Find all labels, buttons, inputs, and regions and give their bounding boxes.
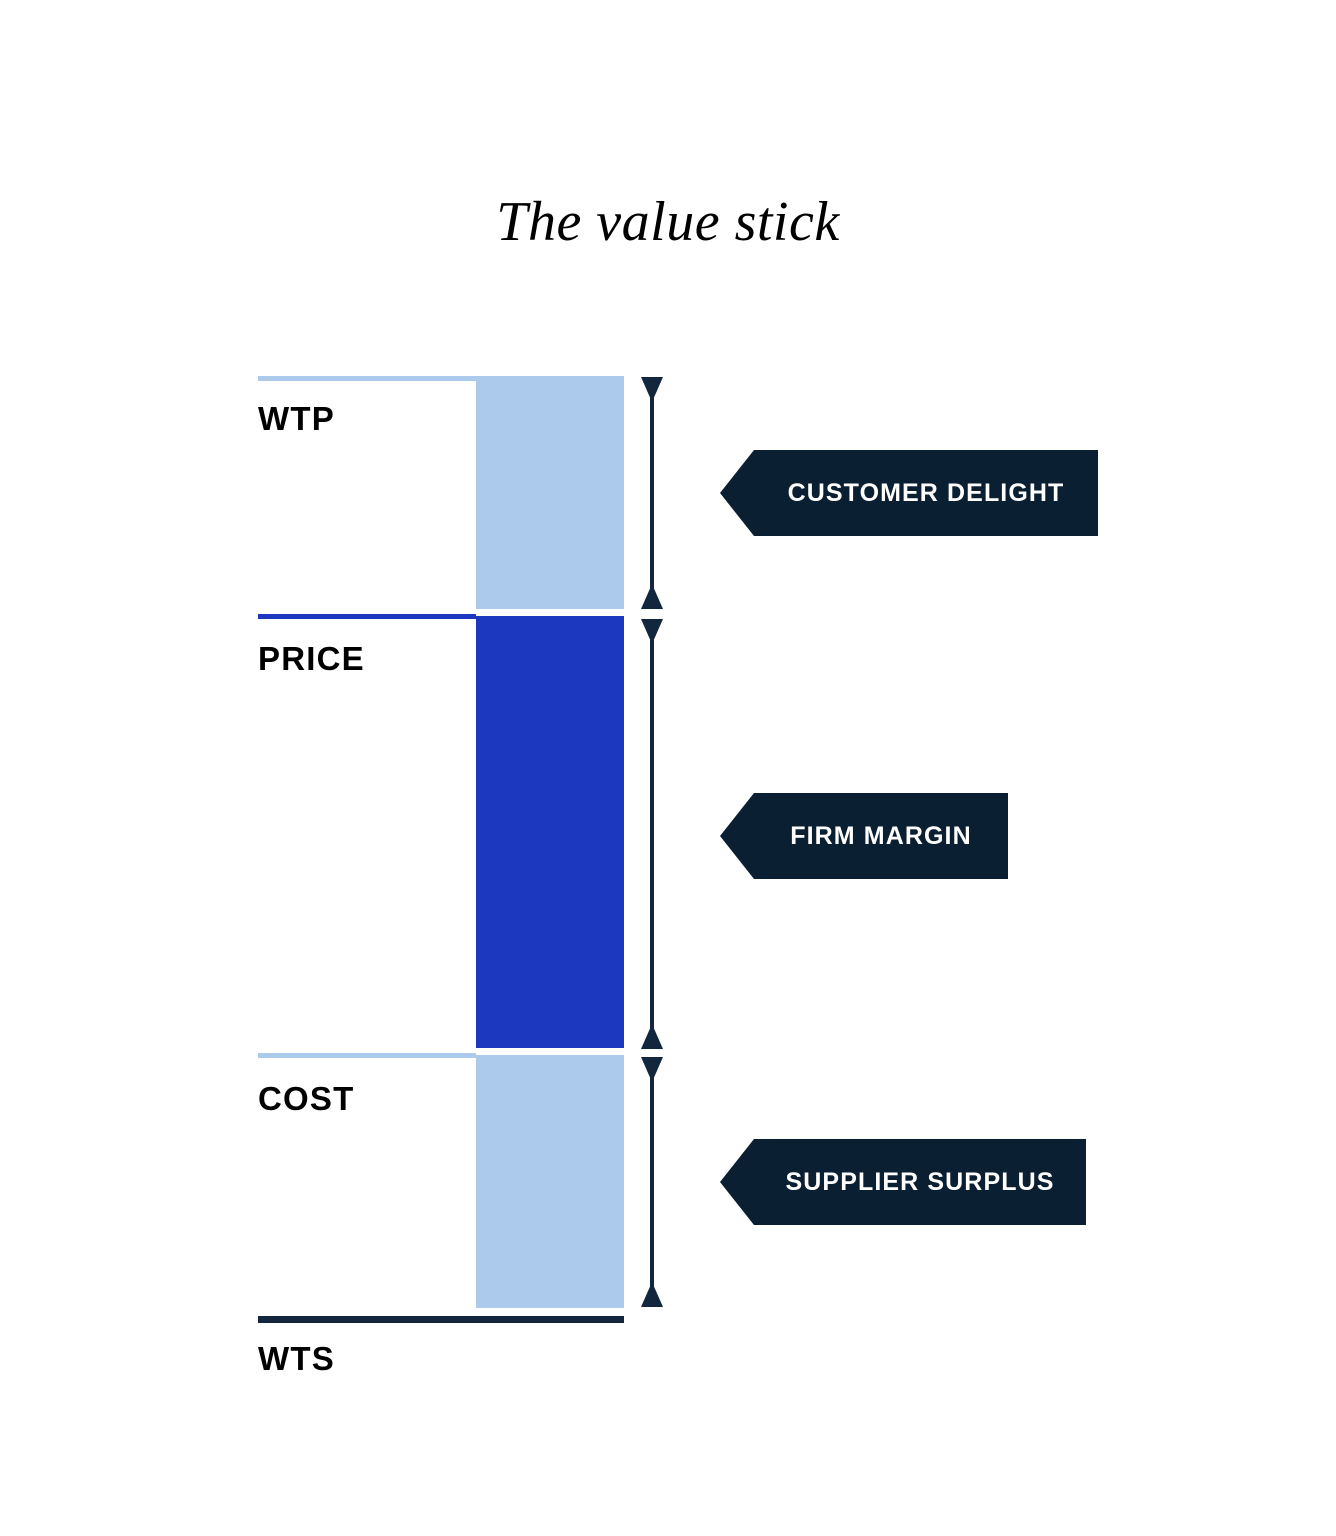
- callout-supplier-surplus[interactable]: SUPPLIER SURPLUS: [720, 1139, 1086, 1225]
- axis-label-cost: COST: [258, 1080, 355, 1117]
- callout-firm-margin[interactable]: FIRM MARGIN: [720, 793, 1008, 879]
- bar-segment-firm-margin: [476, 616, 624, 1048]
- page-title: The value stick: [496, 191, 840, 253]
- measure-arrow-supplier-surplus: [638, 1056, 666, 1308]
- boundary-rule-wts: [258, 1316, 624, 1323]
- callout-customer-delight[interactable]: CUSTOMER DELIGHT: [720, 450, 1098, 536]
- boundary-rule-wtp: [258, 376, 476, 381]
- boundary-rule-cost: [258, 1053, 476, 1058]
- axis-label-wtp: WTP: [258, 400, 335, 437]
- bar-segment-supplier-surplus: [476, 1055, 624, 1308]
- axis-label-wts: WTS: [258, 1340, 335, 1377]
- bar-segment-customer-delight: [476, 376, 624, 609]
- boundary-rule-price: [258, 614, 476, 619]
- measure-arrow-firm-margin: [638, 618, 666, 1050]
- axis-label-price: PRICE: [258, 640, 365, 677]
- measure-arrow-customer-delight: [638, 376, 666, 610]
